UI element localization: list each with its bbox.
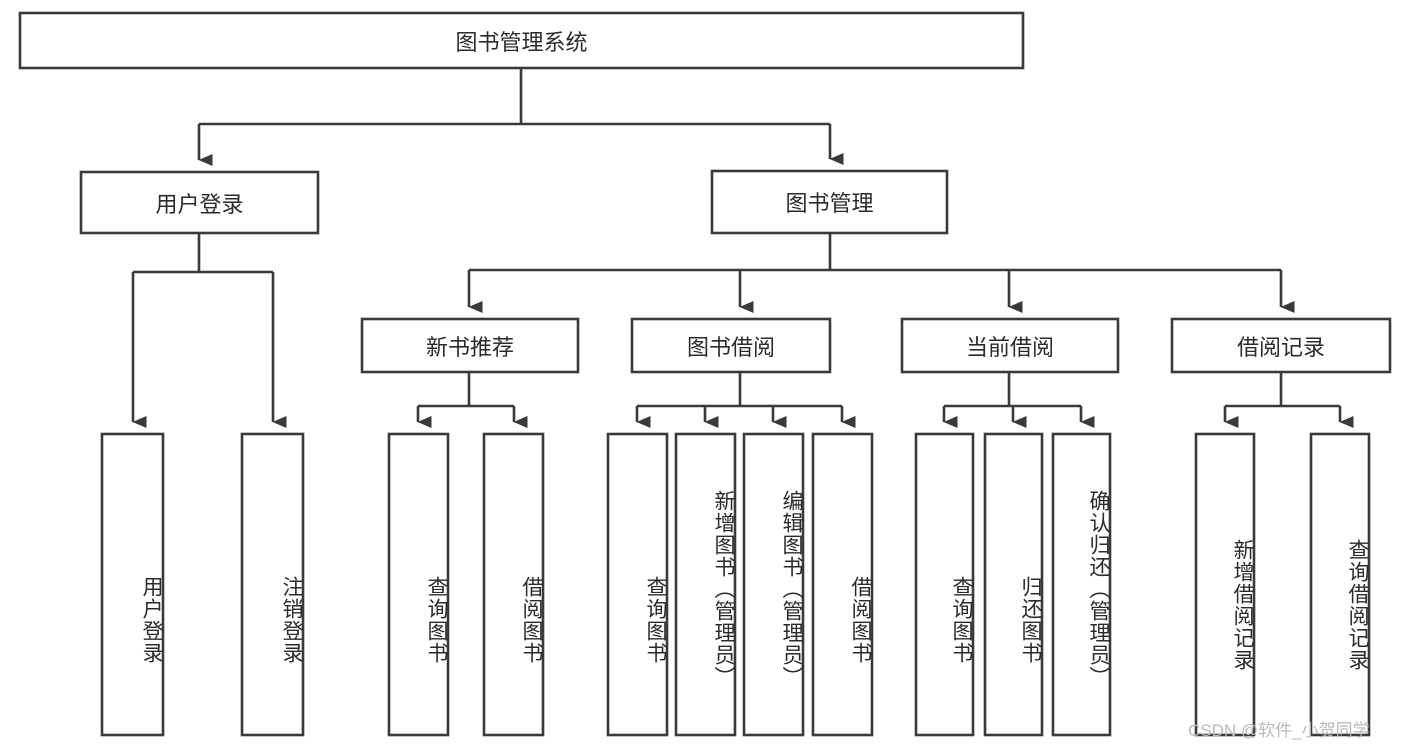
leaf-box-query-record[interactable] — [1309, 432, 1371, 737]
node-box-book-borrow[interactable] — [630, 317, 832, 374]
watermark-text: CSDN @软件_小贺同学 — [1188, 721, 1370, 740]
node-box-book-management[interactable] — [710, 169, 949, 235]
leaf-box-borrow-book-1[interactable] — [482, 432, 545, 737]
leaf-box-return-book[interactable] — [983, 432, 1044, 737]
leaf-box-user-login[interactable] — [100, 432, 165, 737]
node-box-borrow-record[interactable] — [1170, 317, 1392, 374]
leaf-box-logout[interactable] — [240, 432, 305, 737]
leaf-box-query-book-1[interactable] — [387, 432, 450, 737]
node-box-root[interactable] — [18, 11, 1025, 70]
leaf-box-confirm-return[interactable] — [1051, 432, 1112, 737]
leaf-box-add-record[interactable] — [1194, 432, 1256, 737]
node-box-new-book-recommend[interactable] — [360, 317, 580, 374]
leaf-box-edit-book[interactable] — [742, 432, 805, 737]
leaf-box-query-book-2[interactable] — [606, 432, 669, 737]
node-box-user-login[interactable] — [79, 170, 320, 235]
leaf-box-borrow-book-2[interactable] — [811, 432, 874, 737]
leaf-box-query-book-3[interactable] — [914, 432, 975, 737]
leaf-box-add-book[interactable] — [674, 432, 737, 737]
node-box-current-borrow[interactable] — [900, 317, 1120, 374]
